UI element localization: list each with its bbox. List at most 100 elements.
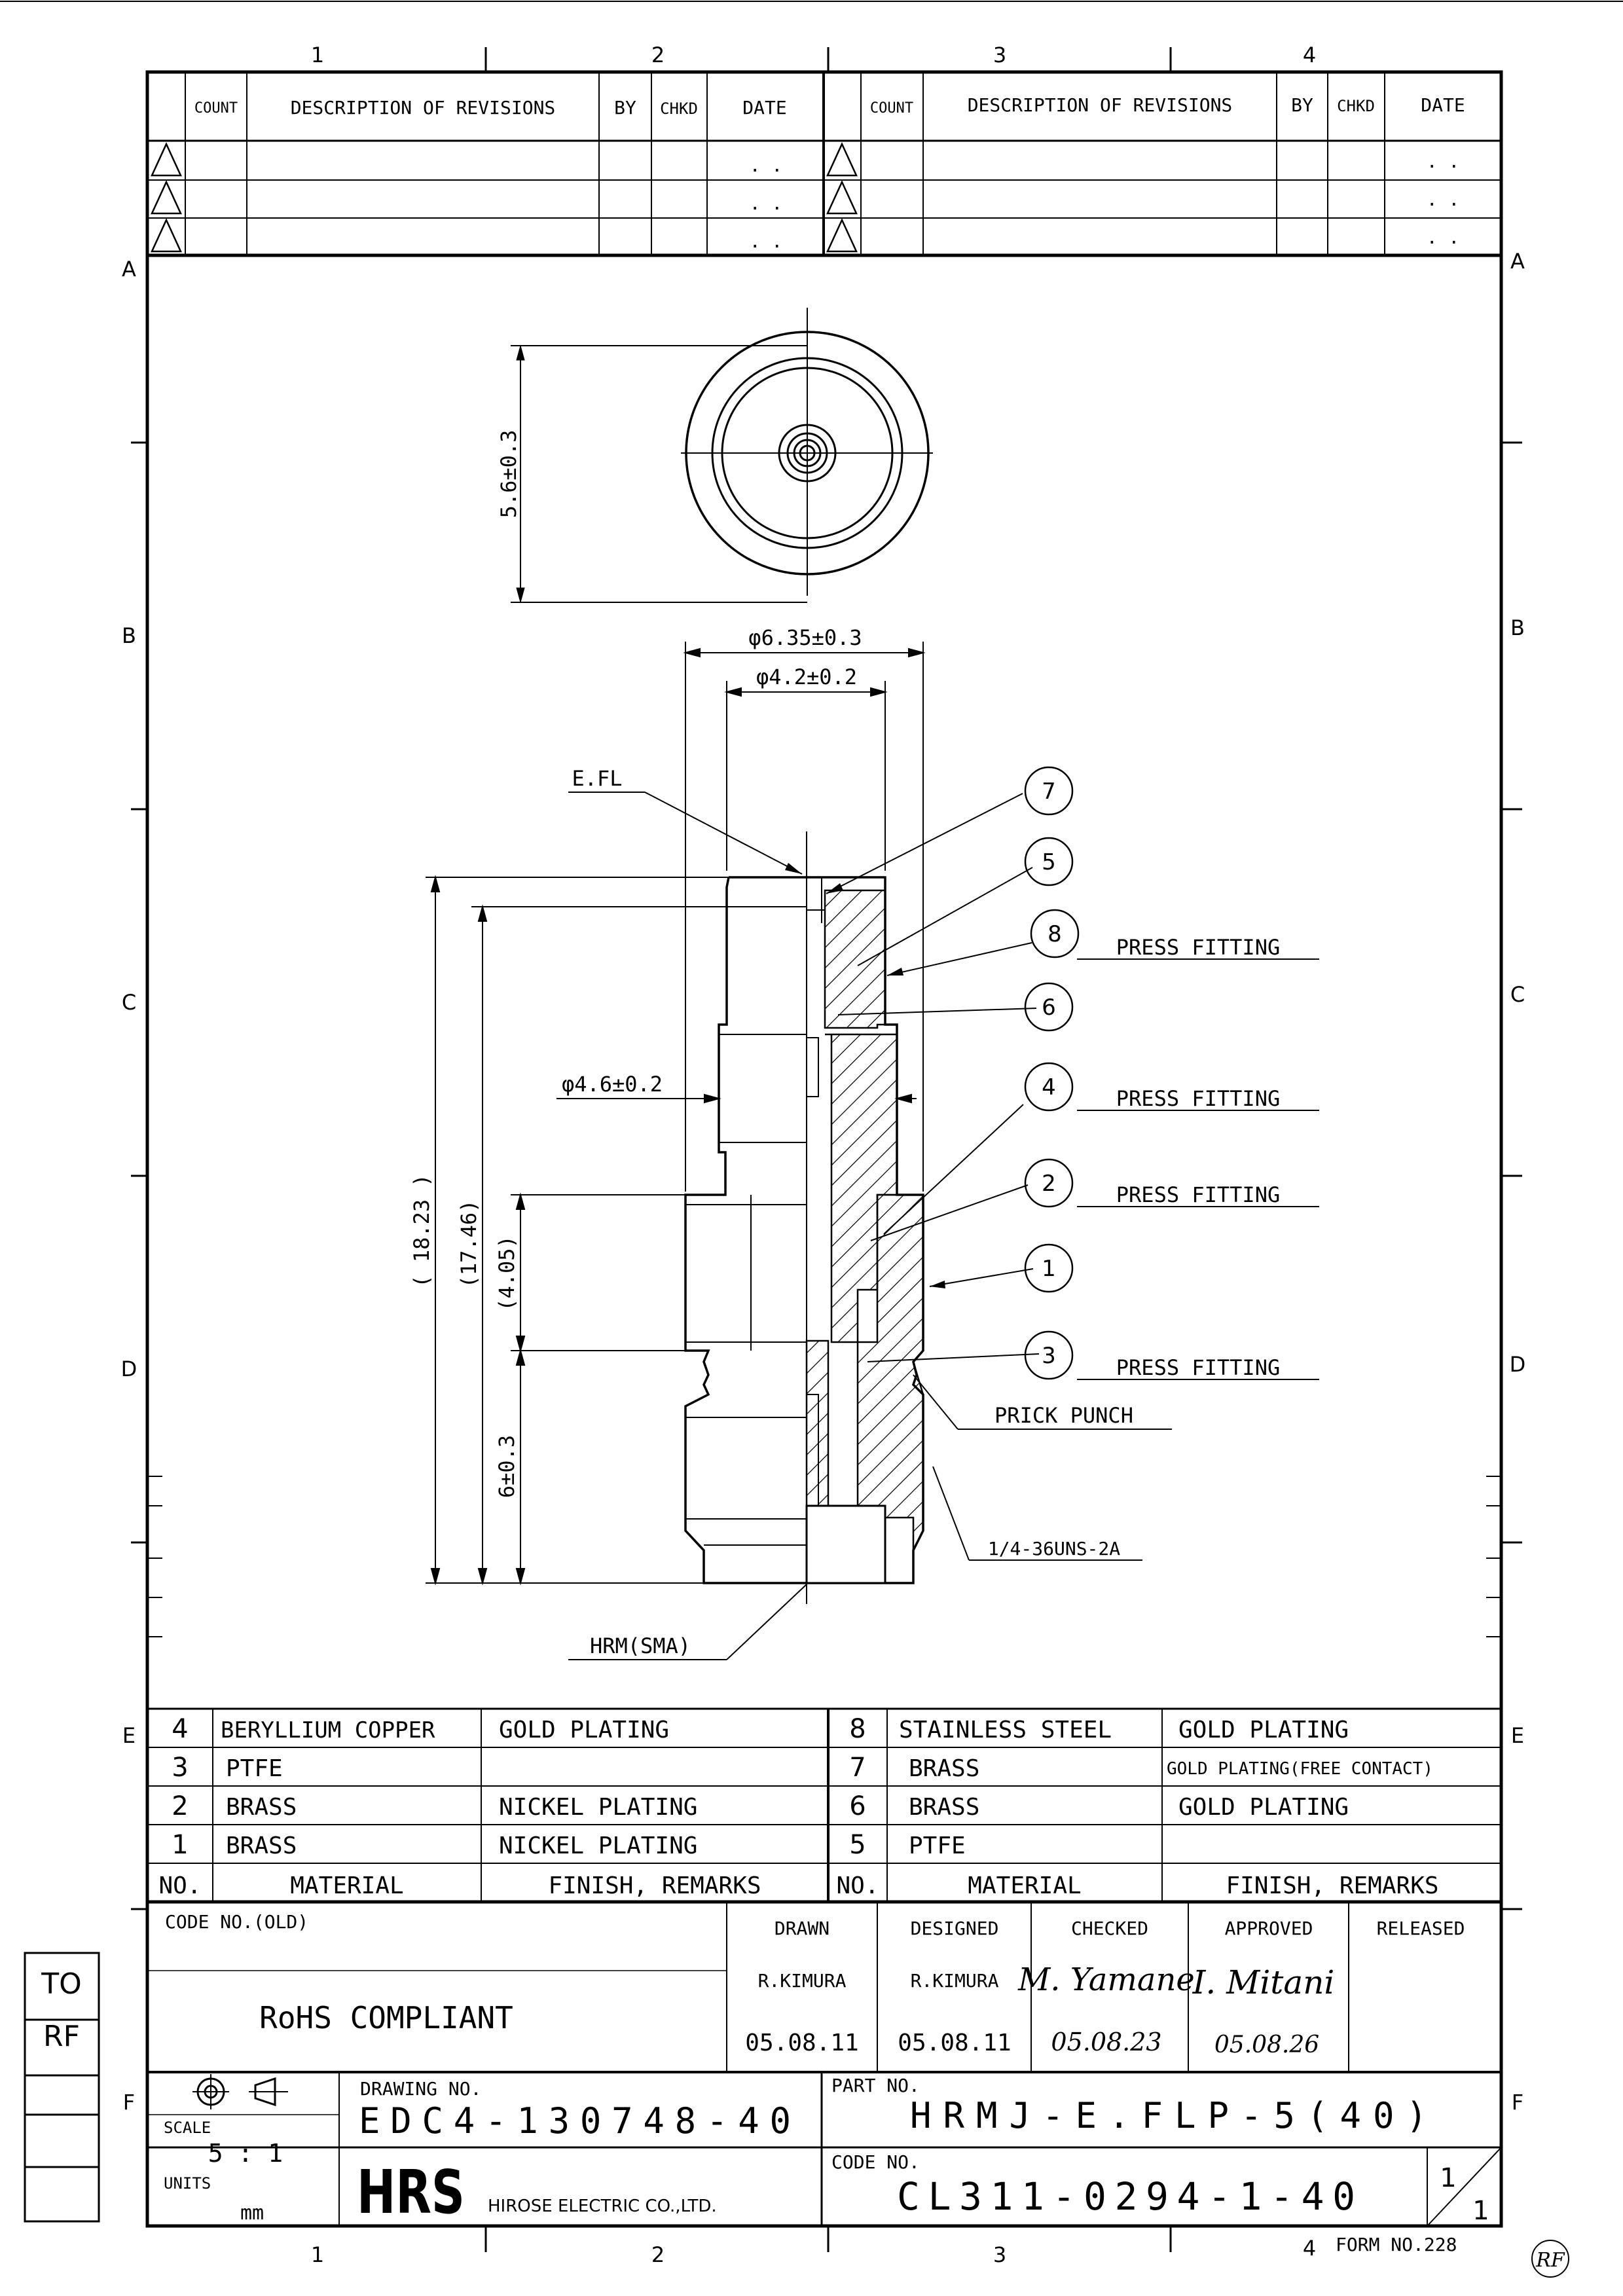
designed-label: DESIGNED xyxy=(911,1918,999,1939)
drawn-date: 05.08.11 xyxy=(745,2030,858,2056)
dim-inner-diameter: φ4.2±0.2 xyxy=(756,665,857,689)
mat-no: 7 xyxy=(849,1753,866,1783)
dim-outer-diameter: φ6.35±0.3 xyxy=(748,625,862,650)
drawing-labels: E.FL HRM(SMA) PRICK PUNCH 1/4-36UNS-2A xyxy=(572,766,1133,1658)
rev-header-description: DESCRIPTION OF REVISIONS xyxy=(968,94,1233,116)
label-hrm-sma: HRM(SMA) xyxy=(590,1633,691,1658)
drawing-no-label: DRAWING NO. xyxy=(360,2078,481,2100)
code-no-old-label: CODE NO.(OLD) xyxy=(165,1911,308,1933)
label-thread: 1/4-36UNS-2A xyxy=(988,1538,1120,1559)
side-box-rf: RF xyxy=(43,2020,80,2053)
scale-value: 5 : 1 xyxy=(208,2139,283,2168)
checked-label: CHECKED xyxy=(1071,1918,1148,1939)
rf-stamp xyxy=(1531,2240,1569,2278)
code-no: CL311-0294-1-40 xyxy=(897,2174,1355,2219)
mat-finish: GOLD PLATING(FREE CONTACT) xyxy=(1167,1759,1433,1779)
mat-header-no: NO. xyxy=(158,1872,201,1899)
mat-header-finish: FINISH, REMARKS xyxy=(548,1872,761,1899)
mat-no: 8 xyxy=(849,1714,866,1744)
dim-body-length: (17.46) xyxy=(456,1200,481,1288)
callout-3: 3 xyxy=(1042,1343,1056,1369)
mat-header-material: MATERIAL xyxy=(968,1872,1081,1899)
approved-signature: I. Mitani xyxy=(1192,1963,1335,2001)
rev-date-dots: . . xyxy=(750,230,783,252)
callout-2-note: PRESS FITTING xyxy=(1116,1182,1280,1207)
end-view xyxy=(511,308,933,604)
leader-arrows xyxy=(785,863,945,1288)
label-prick-punch: PRICK PUNCH xyxy=(994,1403,1133,1428)
units-label: UNITS xyxy=(164,2174,211,2193)
drawn-by: R.KIMURA xyxy=(758,1970,847,1992)
drawing-no: EDC4-130748-40 xyxy=(359,2100,791,2141)
approved-date: 05.08.26 xyxy=(1214,2032,1319,2058)
zone-row-b-left: B xyxy=(122,623,136,648)
zone-col-2-bottom: 2 xyxy=(651,2242,665,2267)
material-rows-right: 8 STAINLESS STEEL GOLD PLATING 7 BRASS G… xyxy=(836,1714,1438,1899)
approved-label: APPROVED xyxy=(1225,1918,1313,1939)
rev-date-dots: . . xyxy=(750,155,783,176)
rev-header-count: COUNT xyxy=(870,100,913,117)
mat-finish: NICKEL PLATING xyxy=(499,1832,697,1859)
mat-material: BRASS xyxy=(909,1755,979,1782)
zone-row-e-left: E xyxy=(122,1723,136,1748)
mat-header-no: NO. xyxy=(836,1872,879,1899)
rev-header-chkd: CHKD xyxy=(1337,97,1375,115)
rev-header-description: DESCRIPTION OF REVISIONS xyxy=(291,97,556,118)
zone-labels: 1 2 3 4 1 2 3 4 A B C D E F A B C D E F xyxy=(121,43,1526,2267)
zone-row-c-left: C xyxy=(122,990,136,1015)
mat-finish: GOLD PLATING xyxy=(1178,1794,1349,1821)
dim-hex-length: (4.05) xyxy=(494,1235,519,1311)
rev-header-by: BY xyxy=(1291,94,1313,116)
zone-row-a-right: A xyxy=(1510,249,1525,274)
zone-row-a-left: A xyxy=(122,257,136,282)
mat-material: BRASS xyxy=(909,1794,979,1821)
callout-4-note: PRESS FITTING xyxy=(1116,1086,1280,1111)
zone-row-e-right: E xyxy=(1511,1723,1524,1748)
callout-2: 2 xyxy=(1042,1171,1056,1197)
section-dimensions xyxy=(426,642,926,1586)
projection-symbol xyxy=(192,2074,288,2109)
rev-header-chkd: CHKD xyxy=(660,100,698,118)
rev-header-count: COUNT xyxy=(194,100,238,117)
rev-header-date: DATE xyxy=(742,97,786,118)
units-value: mm xyxy=(240,2202,264,2225)
released-label: RELEASED xyxy=(1377,1918,1465,1939)
mat-finish: GOLD PLATING xyxy=(1178,1717,1349,1743)
mat-material: STAINLESS STEEL xyxy=(899,1717,1112,1743)
rev-date-dots: . . xyxy=(1427,189,1460,210)
mat-header-material: MATERIAL xyxy=(290,1872,403,1899)
mat-material: PTFE xyxy=(909,1832,966,1859)
part-no-label: PART NO. xyxy=(831,2075,920,2096)
revision-table xyxy=(147,72,1501,257)
leaders xyxy=(568,766,1319,1660)
hrs-logo: HRS xyxy=(357,2157,465,2227)
part-no: HRMJ-E.FLP-5(40) xyxy=(910,2095,1427,2136)
zone-row-d-right: D xyxy=(1510,1352,1526,1377)
sheet-number: 1 xyxy=(1440,2163,1456,2193)
scale-label: SCALE xyxy=(164,2119,211,2137)
title-block-text: CODE NO.(OLD) RoHS COMPLIANT DRAWN R.KIM… xyxy=(164,1911,1489,2255)
side-ticks xyxy=(147,1476,1501,1637)
callout-7: 7 xyxy=(1042,778,1056,805)
zone-row-b-right: B xyxy=(1510,615,1525,640)
drawn-label: DRAWN xyxy=(775,1918,830,1939)
mat-header-finish: FINISH, REMARKS xyxy=(1226,1872,1438,1899)
zone-col-3-top: 3 xyxy=(993,43,1006,67)
sheet-total: 1 xyxy=(1472,2196,1489,2226)
dim-mid-diameter: φ4.6±0.2 xyxy=(562,1072,663,1097)
label-efl: E.FL xyxy=(572,766,622,791)
zone-row-d-left: D xyxy=(121,1357,137,1381)
section-view xyxy=(684,831,924,1604)
code-no-label: CODE NO. xyxy=(831,2151,920,2173)
title-block xyxy=(147,1902,1502,2227)
callout-1: 1 xyxy=(1042,1256,1056,1282)
callout-3-note: PRESS FITTING xyxy=(1116,1355,1280,1380)
zone-row-f-left: F xyxy=(123,2090,135,2115)
zone-col-4-bottom: 4 xyxy=(1303,2236,1316,2261)
callout-6: 6 xyxy=(1042,994,1056,1021)
zone-col-4-top: 4 xyxy=(1303,43,1316,67)
designed-by: R.KIMURA xyxy=(911,1970,999,1992)
zone-col-2-top: 2 xyxy=(651,43,665,67)
mat-material: BRASS xyxy=(226,1832,297,1859)
